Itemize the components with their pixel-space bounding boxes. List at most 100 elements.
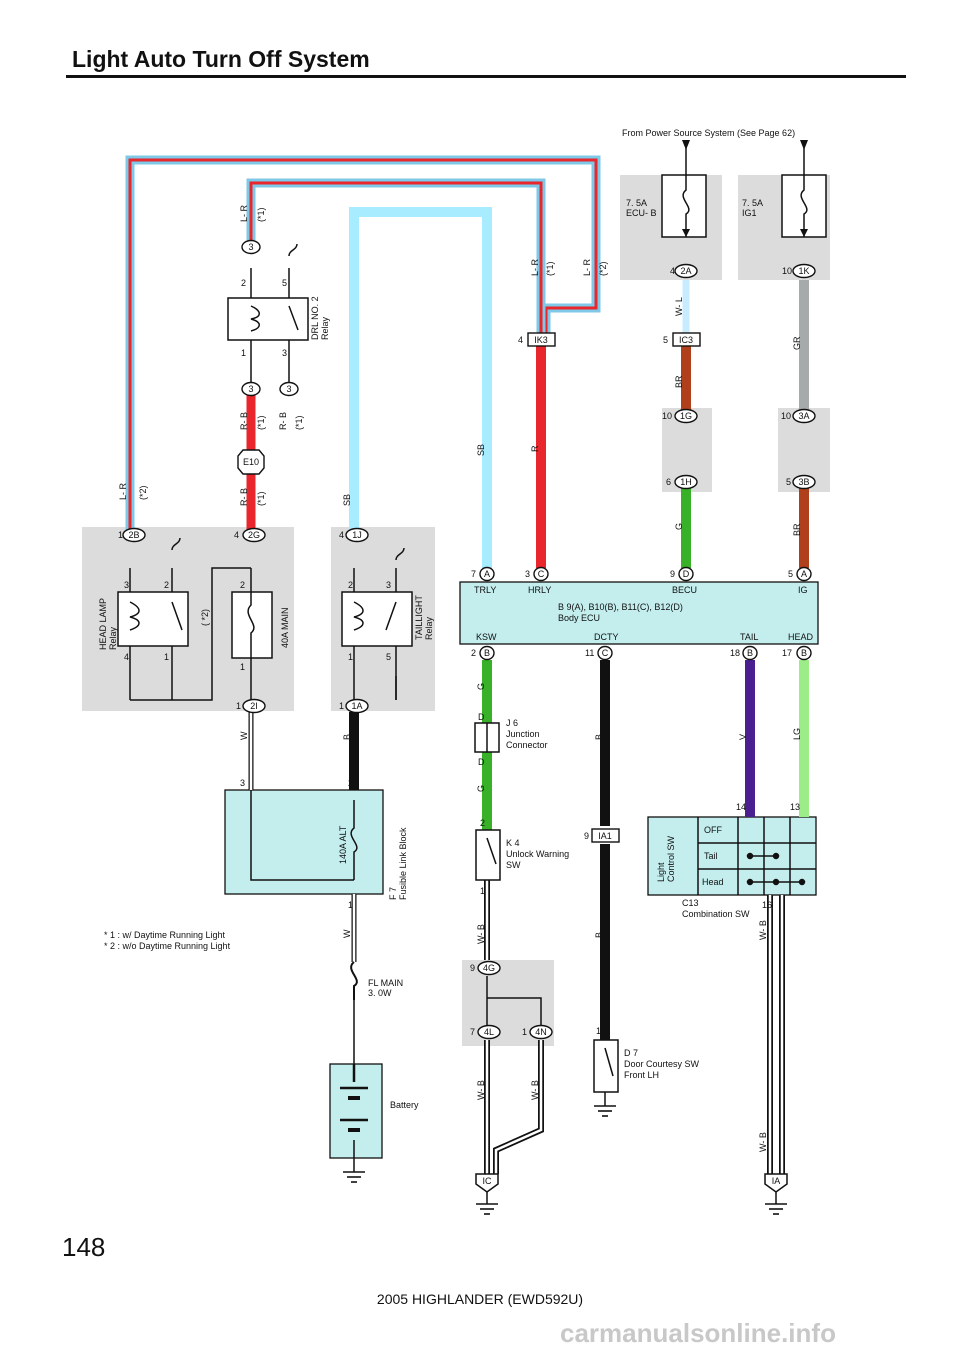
body-ecu (459, 581, 819, 645)
label-ecu-D: D (683, 569, 690, 579)
title-rule (66, 75, 906, 78)
d7-label-2: Door Courtesy SW (624, 1059, 700, 1069)
wl-lr-drl-note: (*1) (256, 207, 266, 222)
drl-relay-label-2: Relay (320, 316, 330, 340)
ecu-pin-C-dcty (597, 645, 613, 661)
pin-ecu-9: 9 (670, 569, 675, 579)
pin-ecu-5: 5 (788, 569, 793, 579)
grounds (342, 1105, 788, 1215)
pin-4L-7: 7 (470, 1027, 475, 1037)
wl-sb-tail: SB (342, 494, 352, 506)
pin-ecu-17: 17 (782, 648, 792, 658)
pin-ecu-18: 18 (730, 648, 740, 658)
pin-1-2I: 1 (236, 701, 241, 711)
wl-wb-ia: W- B (758, 1132, 768, 1152)
label-ground-IA: IA (772, 1176, 781, 1186)
k4-label-2: Unlock Warning (506, 849, 569, 859)
pin-k4-2: 2 (480, 818, 485, 828)
pin-tl-2: 2 (348, 580, 353, 590)
wl-wb-k4: W- B (476, 924, 486, 944)
label-2I: 2I (250, 701, 258, 711)
fuse-fl-main-rating: 3. 0W (368, 988, 392, 998)
pin-d7-1: 1 (596, 1026, 601, 1036)
pin-4N-1: 1 (522, 1027, 527, 1037)
wl-lr-ik3-2-note: (*2) (598, 261, 608, 276)
wl-sb-ecu: SB (476, 444, 486, 456)
combination-switch-grid (697, 817, 816, 895)
pin-ecu-3: 3 (525, 569, 530, 579)
wl-rb-1-note: (*1) (256, 415, 266, 430)
label-ecu-A2: A (801, 569, 807, 579)
connector-3-left (241, 381, 261, 397)
connector-4G (477, 960, 501, 976)
battery-label: Battery (390, 1100, 419, 1110)
wl-rb-2-note: (*1) (294, 415, 304, 430)
light-sw-label-1: Light (656, 862, 666, 882)
wl-lr-ik3-2: L- R (582, 258, 592, 276)
unlock-warning-switch (475, 829, 501, 881)
ground-ia-pentagon (764, 1173, 788, 1193)
junction-connector-j6 (474, 722, 500, 753)
pin-tl-3: 3 (386, 580, 391, 590)
fuse-140a-alt (250, 790, 358, 881)
drl-relay (227, 243, 309, 383)
ecu-pin-D-becu (678, 566, 694, 582)
ecu-pin-trly-label: TRLY (474, 585, 496, 595)
ecu-pin-A-ig (796, 566, 812, 582)
body-ecu-name-label: Body ECU (558, 613, 600, 623)
label-ecu-C1: C (538, 569, 545, 579)
connector-3B (792, 474, 816, 490)
fuse-40a-main (231, 568, 273, 700)
connector-2A (674, 263, 698, 279)
fuse-fl-main (350, 961, 358, 1000)
connector-1H (674, 474, 698, 490)
ecu-pin-becu-label: BECU (672, 585, 697, 595)
pin-j6-D2: D (478, 757, 485, 767)
pin-5-3B: 5 (786, 477, 791, 487)
label-3B: 3B (798, 477, 809, 487)
label-ground-IC: IC (483, 1176, 493, 1186)
ecu-pin-A-trly (479, 566, 495, 582)
wl-br-ecu: BR (674, 375, 684, 388)
pin-4-2G: 4 (234, 530, 239, 540)
pin-c13-16: 16 (762, 900, 772, 910)
connector-3-top (241, 239, 261, 255)
pin-ecu-7: 7 (471, 569, 476, 579)
wire-labels: L- R (*1) L- R (*1) L- R (*2) W- L GR BR… (118, 204, 802, 1152)
wl-g-k4: G (476, 785, 486, 792)
note-1: * 1 : w/ Daytime Running Light (104, 930, 226, 940)
label-ecu-B3: B (801, 648, 807, 658)
taillight-relay-label-2: Relay (424, 616, 434, 640)
pin-10-3A: 10 (781, 411, 791, 421)
label-IA1: IA1 (598, 831, 612, 841)
wl-wb-4l: W- B (476, 1080, 486, 1100)
taillight-relay (341, 547, 413, 700)
ecu-pin-B-tail (742, 645, 758, 661)
pin-10-1G: 10 (662, 411, 672, 421)
pin-drl-2: 2 (241, 278, 246, 288)
head-lamp-relay (117, 537, 251, 701)
fuse-fl-main-label: FL MAIN (368, 978, 403, 988)
c13-label-2: Combination SW (682, 909, 750, 919)
k4-label-3: SW (506, 860, 521, 870)
label-2A: 2A (680, 266, 691, 276)
wl-gr: GR (792, 336, 802, 350)
wl-wl: W- L (674, 297, 684, 316)
wl-r: R (530, 445, 540, 452)
taillight-relay-label-1: TAILLIGHT (414, 595, 424, 640)
k4-label-1: K 4 (506, 838, 520, 848)
body-ecu-connectors-label: B 9(A), B10(B), B11(C), B12(D) (558, 602, 683, 612)
switches (340, 722, 816, 1172)
wl-lg: LG (792, 728, 802, 740)
label-ecu-B2: B (747, 648, 753, 658)
switch-off-label: OFF (704, 825, 722, 835)
page-title: Light Auto Turn Off System (72, 46, 370, 72)
fuse-ecu-b-name: ECU- B (626, 208, 657, 218)
fuse-ecu-b-rating: 7. 5A (626, 198, 647, 208)
label-head-lamp-note: ( *2) (200, 609, 210, 626)
wl-lr-ik3-1-note: (*1) (545, 261, 555, 276)
battery-cells (340, 1064, 368, 1172)
wl-lr-ik3-1: L- R (530, 258, 540, 276)
page-number: 148 (62, 1232, 106, 1262)
